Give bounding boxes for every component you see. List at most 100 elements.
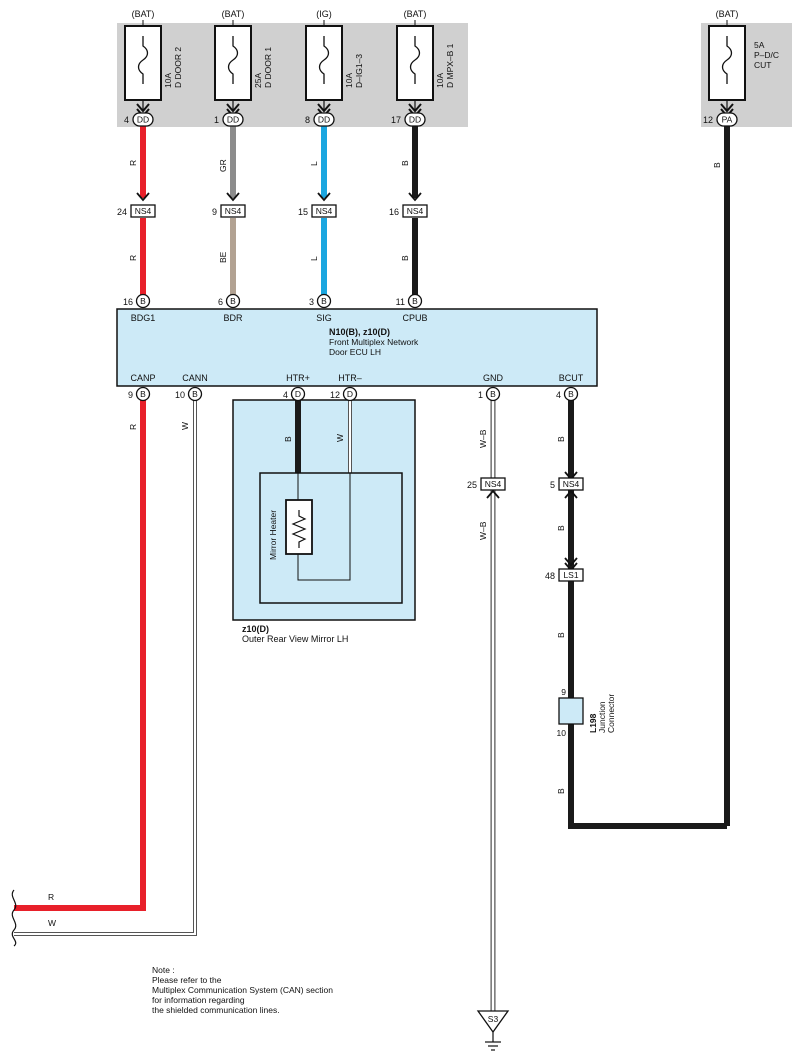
svg-text:48: 48: [545, 571, 555, 581]
terminal-label: SIG: [316, 313, 332, 323]
wire-cann: [14, 398, 197, 936]
svg-text:B: B: [140, 389, 146, 399]
terminal-label: GND: [483, 373, 504, 383]
svg-text:5: 5: [550, 480, 555, 490]
svg-text:11: 11: [396, 297, 405, 307]
terminal-label: HTR–: [338, 373, 362, 383]
svg-text:D: D: [347, 389, 353, 399]
svg-text:4: 4: [124, 115, 129, 125]
svg-text:17: 17: [391, 115, 401, 125]
wire-color-label: L: [309, 256, 319, 261]
fuse-icon: [721, 36, 733, 84]
fuse-d-ig1-3: (IG) 10A D–IG1–3: [305, 9, 364, 118]
svg-text:8: 8: [305, 115, 310, 125]
svg-text:B: B: [230, 296, 236, 306]
fuse-name: P–D/C: [754, 50, 779, 60]
ecu-pin-htr-plus: D 4: [283, 386, 306, 402]
svg-text:25: 25: [467, 480, 477, 490]
svg-text:NS4: NS4: [225, 206, 242, 216]
svg-text:NS4: NS4: [135, 206, 152, 216]
ecu-box: [116, 308, 598, 387]
terminal-label: CANN: [182, 373, 208, 383]
heater-label: Mirror Heater: [268, 510, 278, 560]
svg-text:DD: DD: [318, 115, 330, 125]
svg-text:4: 4: [283, 390, 288, 400]
svg-text:DD: DD: [137, 115, 149, 125]
svg-text:DD: DD: [409, 115, 421, 125]
wire-color-label: W–B: [478, 429, 488, 448]
svg-text:Multiplex Communication System: Multiplex Communication System (CAN) sec…: [152, 985, 333, 995]
svg-text:B: B: [568, 389, 574, 399]
fuse-rating: 10A: [163, 73, 173, 88]
fuse-name: D DOOR 2: [173, 47, 183, 88]
ecu-pin-gnd: B 1: [478, 386, 501, 402]
svg-text:Note :: Note :: [152, 965, 175, 975]
svg-text:B: B: [412, 296, 418, 306]
svg-text:10: 10: [175, 390, 185, 400]
svg-text:24: 24: [117, 207, 127, 217]
wire-color-label: B: [712, 162, 722, 168]
fuse-p-dc-cut: (BAT) 5A P–D/C CUT: [708, 9, 779, 118]
connector-pa-12: PA 12: [703, 112, 738, 127]
svg-text:NS4: NS4: [316, 206, 333, 216]
terminal-label: CANP: [130, 373, 155, 383]
svg-text:B: B: [140, 296, 146, 306]
fuse-source: (BAT): [222, 9, 245, 19]
svg-text:LS1: LS1: [563, 570, 578, 580]
svg-text:L198: L198: [588, 713, 598, 733]
terminal-label: BCUT: [559, 373, 584, 383]
bus-wire-label: R: [48, 892, 54, 902]
connector-dd-1: DD 1: [214, 112, 244, 127]
svg-text:D: D: [295, 389, 301, 399]
svg-text:Junction: Junction: [597, 701, 607, 733]
ground-s3: S3: [476, 1010, 510, 1051]
svg-text:16: 16: [123, 297, 133, 307]
wire-color-label: R: [128, 160, 138, 166]
wire-color-label: B: [556, 632, 566, 638]
connector-dd-8: DD 8: [305, 112, 335, 127]
wire-color-label: B: [400, 160, 410, 166]
svg-text:15: 15: [298, 207, 308, 217]
fuse-name-2: CUT: [754, 60, 771, 70]
terminal-label: BDG1: [131, 313, 156, 323]
svg-text:6: 6: [218, 297, 223, 307]
fuse-icon: [227, 36, 239, 84]
terminal-label: CPUB: [402, 313, 427, 323]
svg-text:PA: PA: [722, 115, 733, 125]
svg-text:3: 3: [309, 297, 314, 307]
mirror-inner-box: [259, 472, 403, 604]
fuse-source: (BAT): [716, 9, 739, 19]
svg-text:B: B: [192, 389, 198, 399]
fuse-rating: 5A: [754, 40, 765, 50]
ecu-pin-canp: B 9: [128, 386, 151, 402]
fuse-source: (BAT): [404, 9, 427, 19]
fuse-icon: [318, 36, 330, 84]
fuse-d-door-1: (BAT) 25A D DOOR 1: [214, 9, 273, 118]
fuse-name: D DOOR 1: [263, 47, 273, 88]
ecu-pin-htr-minus: D 12: [330, 386, 358, 402]
ecu-pin-cpub: B 11 CPUB: [396, 293, 428, 323]
svg-text:Connector: Connector: [606, 694, 616, 733]
svg-text:B: B: [321, 296, 327, 306]
fuse-source: (IG): [316, 9, 332, 19]
connector-dd-4: DD 4: [124, 112, 154, 127]
ecu-name-line1: Front Multiplex Network: [329, 337, 419, 347]
fuse-source: (BAT): [132, 9, 155, 19]
fuse-name: D–IG1–3: [354, 54, 364, 88]
wire-color-label: L: [309, 161, 319, 166]
mirror-panel: [232, 399, 416, 621]
ecu-pin-bdg1: B 16 BDG1: [123, 293, 156, 323]
svg-text:B: B: [490, 389, 496, 399]
fuse-rating: 10A: [344, 73, 354, 88]
splice-ns4-15: NS4 15: [298, 192, 337, 218]
wire-color-label: GR: [218, 159, 228, 172]
svg-text:NS4: NS4: [485, 479, 502, 489]
wire-color-label: B: [556, 525, 566, 531]
splice-ns4-16: NS4 16: [389, 192, 428, 218]
svg-text:12: 12: [703, 115, 713, 125]
wire-color-label: R: [128, 424, 138, 430]
mirror-name: Outer Rear View Mirror LH: [242, 634, 348, 644]
ecu-pin-sig: B 3 SIG: [309, 293, 332, 323]
svg-text:9: 9: [561, 687, 566, 697]
